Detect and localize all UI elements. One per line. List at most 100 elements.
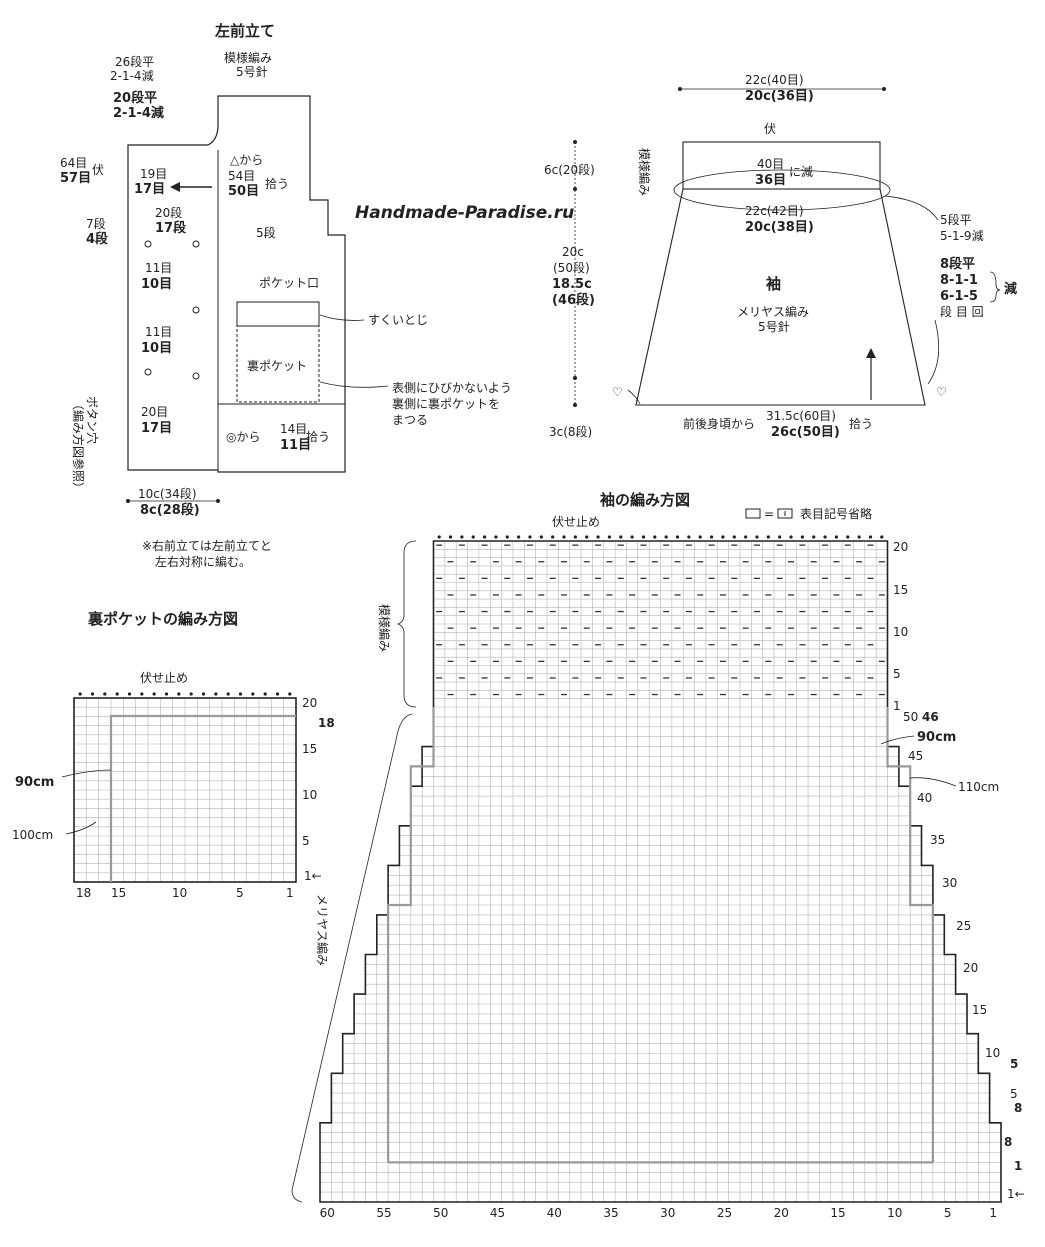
bind-off-dot (698, 535, 702, 539)
sleeve-110-leader (909, 777, 957, 787)
pocket-note-1: 表側にひびかないよう (392, 381, 512, 395)
bind-57: 57目 (60, 171, 91, 186)
left-front-pattern-label: 模様編み (224, 50, 272, 65)
sukui-label: すくいとじ (368, 313, 428, 327)
note-line-1: ※右前立ては左前立てと (142, 538, 272, 553)
sleeve-mid-a: 22c(42目) (745, 204, 804, 218)
bind-off-dot (103, 692, 107, 696)
pocket-row-10: 10 (302, 788, 317, 802)
inner-pocket-rect (236, 325, 320, 403)
seg4-b: 10目 (141, 341, 172, 356)
sleeve-arc-right (927, 319, 940, 385)
pattern-label-vertical: 模様編み (377, 604, 392, 652)
sleeve-purl-marks (436, 544, 885, 696)
bind-off-dot (448, 535, 453, 539)
vdim-6c: 6c(20段) (544, 162, 595, 177)
bind-off-dot (857, 535, 861, 539)
sleeve-bottom-a: 31.5c(60目) (766, 409, 836, 423)
bind-off-dot (880, 535, 884, 539)
top-note-1: 26段平 (115, 54, 154, 69)
bind-off-dot (630, 535, 634, 539)
pick1-50: 50目 (228, 184, 259, 199)
body-row-20: 20 (963, 961, 978, 975)
bind-fu: 伏 (92, 163, 104, 177)
sleeve-start: 1← (1007, 1187, 1025, 1201)
sleeve-pattern-label: 模様編み (637, 148, 652, 196)
bind-off-dot (494, 535, 498, 539)
width-8c: 8c(28段) (140, 502, 200, 518)
body-row-30: 30 (942, 876, 957, 890)
sleeve-units: 段 目 回 (940, 304, 984, 319)
pocket-grid (74, 698, 296, 882)
body-row-45: 45 (908, 749, 923, 763)
sleeve-title: 袖 (766, 275, 781, 293)
inner-pocket-label: 裏ポケット (247, 358, 307, 373)
bind-off-dot (823, 535, 827, 539)
bind-off-dot (275, 692, 280, 696)
pocket-col-18: 18 (76, 886, 91, 900)
bind-off-dot (437, 535, 441, 539)
bind-off-dot (189, 692, 193, 696)
bind-off-dot (766, 535, 770, 539)
left-front-band-outline (127, 95, 346, 473)
bind-off-dot (471, 535, 475, 539)
heart-left: ♡ (612, 385, 623, 399)
svg-text:メリヤス編み: メリヤス編み (315, 894, 330, 966)
bind-off-dot (78, 692, 82, 696)
button-hole-3 (192, 306, 200, 314)
width-dim-dot-2 (216, 499, 220, 503)
sleeve-inner-line (387, 707, 934, 1164)
svg-text:（編み方図参照）: （編み方図参照） (71, 398, 86, 494)
arrow-head (170, 182, 180, 192)
pocket-col-5: 5 (236, 886, 244, 900)
bind-off-dot (127, 692, 132, 696)
pick2-11: 11目 (280, 438, 311, 453)
bind-off-dot (528, 535, 532, 539)
pick1-from: △から (230, 153, 263, 167)
bind-off-dot (800, 535, 804, 539)
sleeve-size-110: 110cm (958, 780, 999, 794)
sleeve-col-label: 30 (660, 1206, 675, 1220)
sleeve-needle: 5号針 (758, 319, 790, 334)
pick1-pick: 拾う (265, 176, 289, 191)
rows-5: 5段 (256, 225, 276, 240)
button-hole-2 (192, 240, 200, 248)
button-hole-ref: （編み方図参照） (71, 398, 86, 494)
seg3-a: 11目 (145, 261, 172, 275)
bind-off-dot (152, 692, 156, 696)
bind-off-dot (709, 535, 714, 539)
dot-a (678, 87, 682, 91)
button-hole-4 (144, 368, 152, 376)
pocket-bind-off: 伏せ止め (140, 671, 188, 685)
bind-off-dot (573, 535, 577, 539)
bind-off-dot (619, 535, 623, 539)
left-front-needle-label: 5号針 (236, 64, 268, 79)
bind-off-dot (812, 535, 816, 539)
bind-64: 64目 (60, 156, 87, 170)
pocket-col-10: 10 (172, 886, 187, 900)
bind-off-dot (226, 692, 230, 696)
sleeve-bottom-from: 前後身頃から (683, 416, 755, 431)
pocket-size-100: 100cm (12, 828, 53, 842)
sleeve-arc-left (627, 389, 641, 405)
bind-off-dot (744, 535, 748, 539)
bind-off-dot (505, 535, 509, 539)
sukui-leader (319, 314, 365, 321)
sleeve-grid-outline (319, 540, 1002, 1203)
sleeve-bind: 伏 (764, 122, 776, 136)
vdot-1 (573, 140, 577, 144)
pocket-opening-rect (236, 301, 320, 327)
vdim-46: (46段) (552, 292, 595, 308)
sleeve-bind-off: 伏せ止め (552, 515, 600, 529)
pocket-start: 1← (304, 869, 322, 883)
top-row-1: 1 (893, 699, 901, 713)
left-front-band-diagram: 左前立て 模様編み 5号針 26段平 2-1-4減 20段平 2-1-4減 64… (60, 22, 512, 569)
body-row-b8b: 8 (1004, 1135, 1012, 1149)
bind-off-dot (90, 692, 95, 696)
pocket-note-2: 裏側に裏ポケットを (392, 396, 500, 411)
dot-b (882, 87, 886, 91)
sleeve-dec-to: に減 (789, 164, 813, 179)
body-row-b8a: 8 (1014, 1101, 1022, 1115)
pocket-row-5: 5 (302, 834, 310, 848)
